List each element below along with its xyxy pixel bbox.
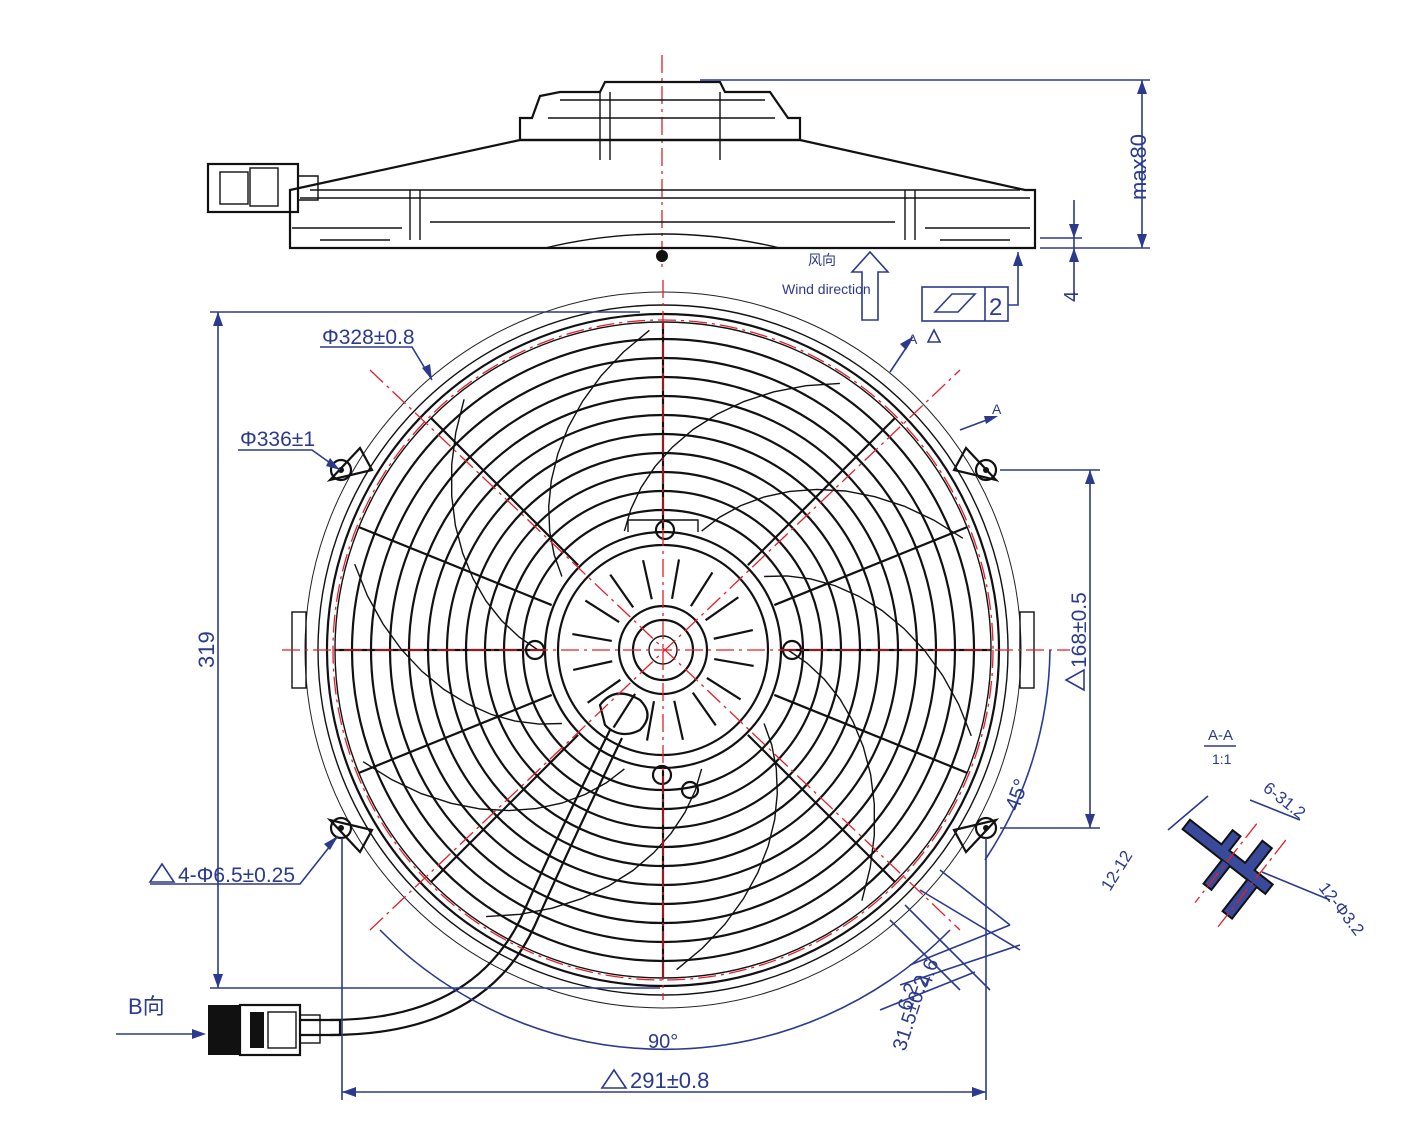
hub-rib — [584, 599, 620, 623]
blade-curve — [451, 399, 539, 651]
flatness-value: 2 — [989, 294, 1002, 321]
section-a-a: A-A 1:1 6-31.2 12-12 12-Φ3.2 — [1097, 727, 1368, 939]
dim-31-5: 31.5±0.2 — [889, 973, 934, 1054]
front-dimensions: 319 Φ328±0.8 Φ336±1 4-Φ6.5±0.25 B向 291±0… — [116, 311, 1100, 1100]
spoke — [358, 693, 553, 774]
hub-rib — [713, 629, 754, 640]
angle-45-label: 45° — [1001, 776, 1033, 814]
hub-rib — [706, 677, 742, 701]
section-a-right: A — [992, 401, 1002, 417]
hub-rib — [691, 691, 717, 726]
hub-rib — [609, 574, 635, 609]
blade-curve — [547, 329, 650, 577]
sec-6-3: 6-31.2 — [1260, 778, 1310, 823]
spoke — [773, 693, 968, 774]
hub-rib — [642, 559, 653, 600]
dim-168-label: 168±0.5 — [1068, 592, 1091, 668]
max-height-label: max80 — [1126, 134, 1151, 200]
hub-rib — [704, 596, 739, 622]
side-view: max80 4 2 风向 Wind direction — [206, 55, 1151, 322]
hub-rib — [587, 678, 622, 704]
cable-connector — [208, 1003, 321, 1057]
wind-direction-cn: 风向 — [808, 252, 836, 268]
hub-rib — [572, 632, 612, 643]
section-scale: 1:1 — [1212, 751, 1232, 767]
hub-rib — [714, 657, 754, 668]
blade-curve — [623, 382, 840, 532]
blade-curve — [676, 723, 779, 971]
section-a-top: A — [908, 331, 918, 347]
dia-328-label: Φ328±0.8 — [322, 326, 415, 349]
blade-curve — [354, 563, 562, 725]
blade-curve — [362, 761, 625, 812]
blade-curve — [701, 488, 964, 539]
sec-12-3: 12-Φ3.2 — [1315, 879, 1368, 939]
hub-rib — [572, 660, 613, 671]
gap-label: 4 — [1061, 291, 1083, 302]
spoke — [358, 526, 553, 607]
spoke — [430, 734, 579, 883]
spoke — [773, 526, 968, 607]
spoke — [747, 734, 896, 883]
blade-curve — [787, 649, 875, 901]
hub-rib — [670, 559, 681, 599]
hole-spec-label: 4-Φ6.5±0.25 — [178, 864, 295, 887]
angle-90-label: 90° — [648, 1031, 678, 1053]
wind-direction-en: Wind direction — [782, 281, 871, 297]
blade-curve — [764, 575, 972, 737]
hub-ribs — [572, 559, 754, 741]
width-291-label: 291±0.8 — [630, 1068, 709, 1093]
hub-rib — [690, 571, 714, 607]
spoke — [430, 417, 579, 566]
section-title: A-A — [1208, 727, 1233, 744]
sec-12-1: 12-12 — [1097, 847, 1136, 894]
hub-rib — [673, 700, 684, 741]
hub-rib — [645, 701, 656, 741]
spoke — [747, 417, 896, 566]
dia-336-label: Φ336±1 — [240, 428, 315, 451]
height-319-label: 319 — [194, 631, 219, 668]
hub-rib — [612, 693, 636, 729]
view-b-label: B向 — [128, 994, 165, 1019]
